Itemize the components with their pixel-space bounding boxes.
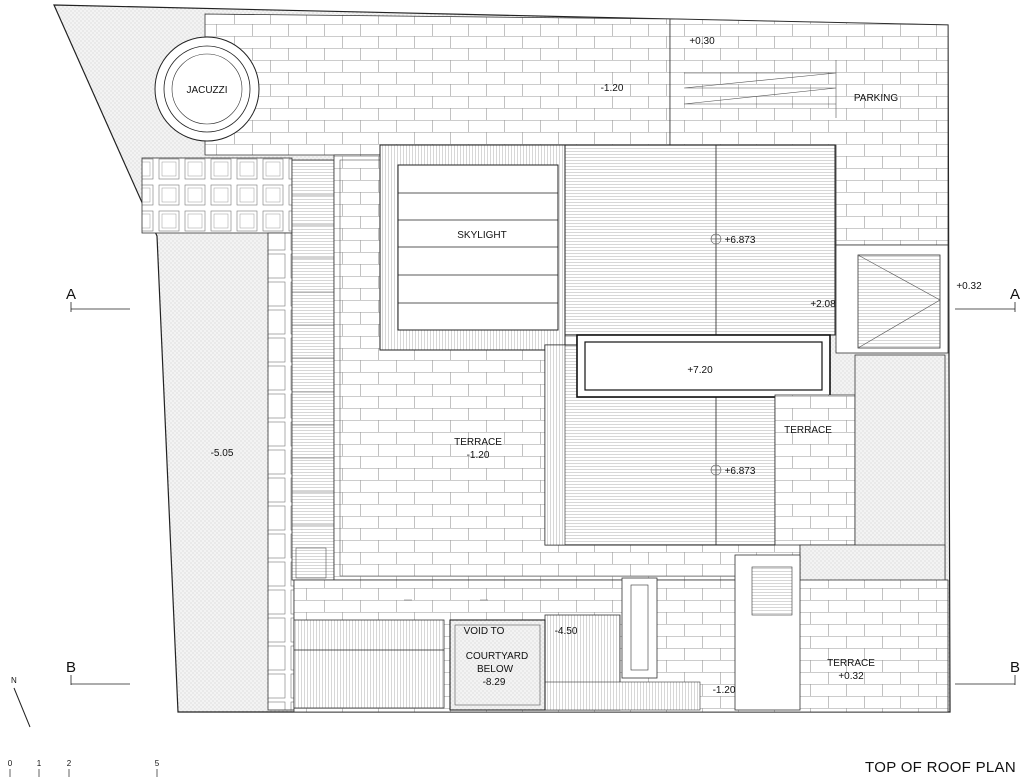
north-arrow: N <box>11 676 31 728</box>
scale-tick-5: 5 <box>155 759 160 768</box>
section-b-left: B <box>66 659 76 676</box>
parking-level: +0.30 <box>689 36 715 47</box>
roof-lower-level: +6.873 <box>725 466 756 477</box>
skylight-label: SKYLIGHT <box>457 230 506 241</box>
stepped-column <box>291 159 335 581</box>
void-label-1: VOID TO <box>464 626 505 637</box>
stair-level: +2.08 <box>810 299 836 310</box>
void-label-3: BELOW <box>477 664 514 675</box>
void-level: -8.29 <box>483 677 506 688</box>
scale-tick-1: 1 <box>37 759 42 768</box>
section-a-left: A <box>66 286 76 303</box>
jacuzzi-label: JACUZZI <box>186 85 227 96</box>
jacuzzi <box>154 36 260 142</box>
scale-tick-0: 0 <box>8 759 13 768</box>
section-markers: A A B B <box>66 286 1020 685</box>
roof-top-level: +7.20 <box>687 365 713 376</box>
central-terrace-label: TERRACE <box>454 437 502 448</box>
north-label: N <box>11 676 17 685</box>
drawing-title: TOP OF ROOF PLAN <box>865 759 1016 776</box>
skylight-block <box>379 144 566 351</box>
roof-top-box <box>576 334 831 398</box>
garden-level: -5.05 <box>211 448 234 459</box>
parking-label: PARKING <box>854 93 898 104</box>
void-label-2: COURTYARD <box>466 651 528 662</box>
pit-level: -4.50 <box>555 626 578 637</box>
void-courtyard <box>449 619 546 711</box>
roof-upper-level: +6.873 <box>725 235 756 246</box>
scale-bar: 0 1 2 5 <box>8 759 160 777</box>
se-terrace-label: TERRACE <box>827 658 875 669</box>
central-terrace-level: -1.20 <box>467 450 490 461</box>
east-terrace-label: TERRACE <box>784 425 832 436</box>
plan-labels: JACUZZI -1.20 +0.30 PARKING SKYLIGHT +6.… <box>186 36 982 696</box>
scale-tick-2: 2 <box>67 759 72 768</box>
se-terrace-level: +0.32 <box>838 671 864 682</box>
lower-terrace <box>293 554 949 713</box>
east-level: +0.32 <box>956 281 982 292</box>
upper-terrace-level: -1.20 <box>601 83 624 94</box>
section-b-right: B <box>1010 659 1020 676</box>
section-a-right: A <box>1010 286 1020 303</box>
stair-block <box>774 244 949 546</box>
lower-level: -1.20 <box>713 685 736 696</box>
